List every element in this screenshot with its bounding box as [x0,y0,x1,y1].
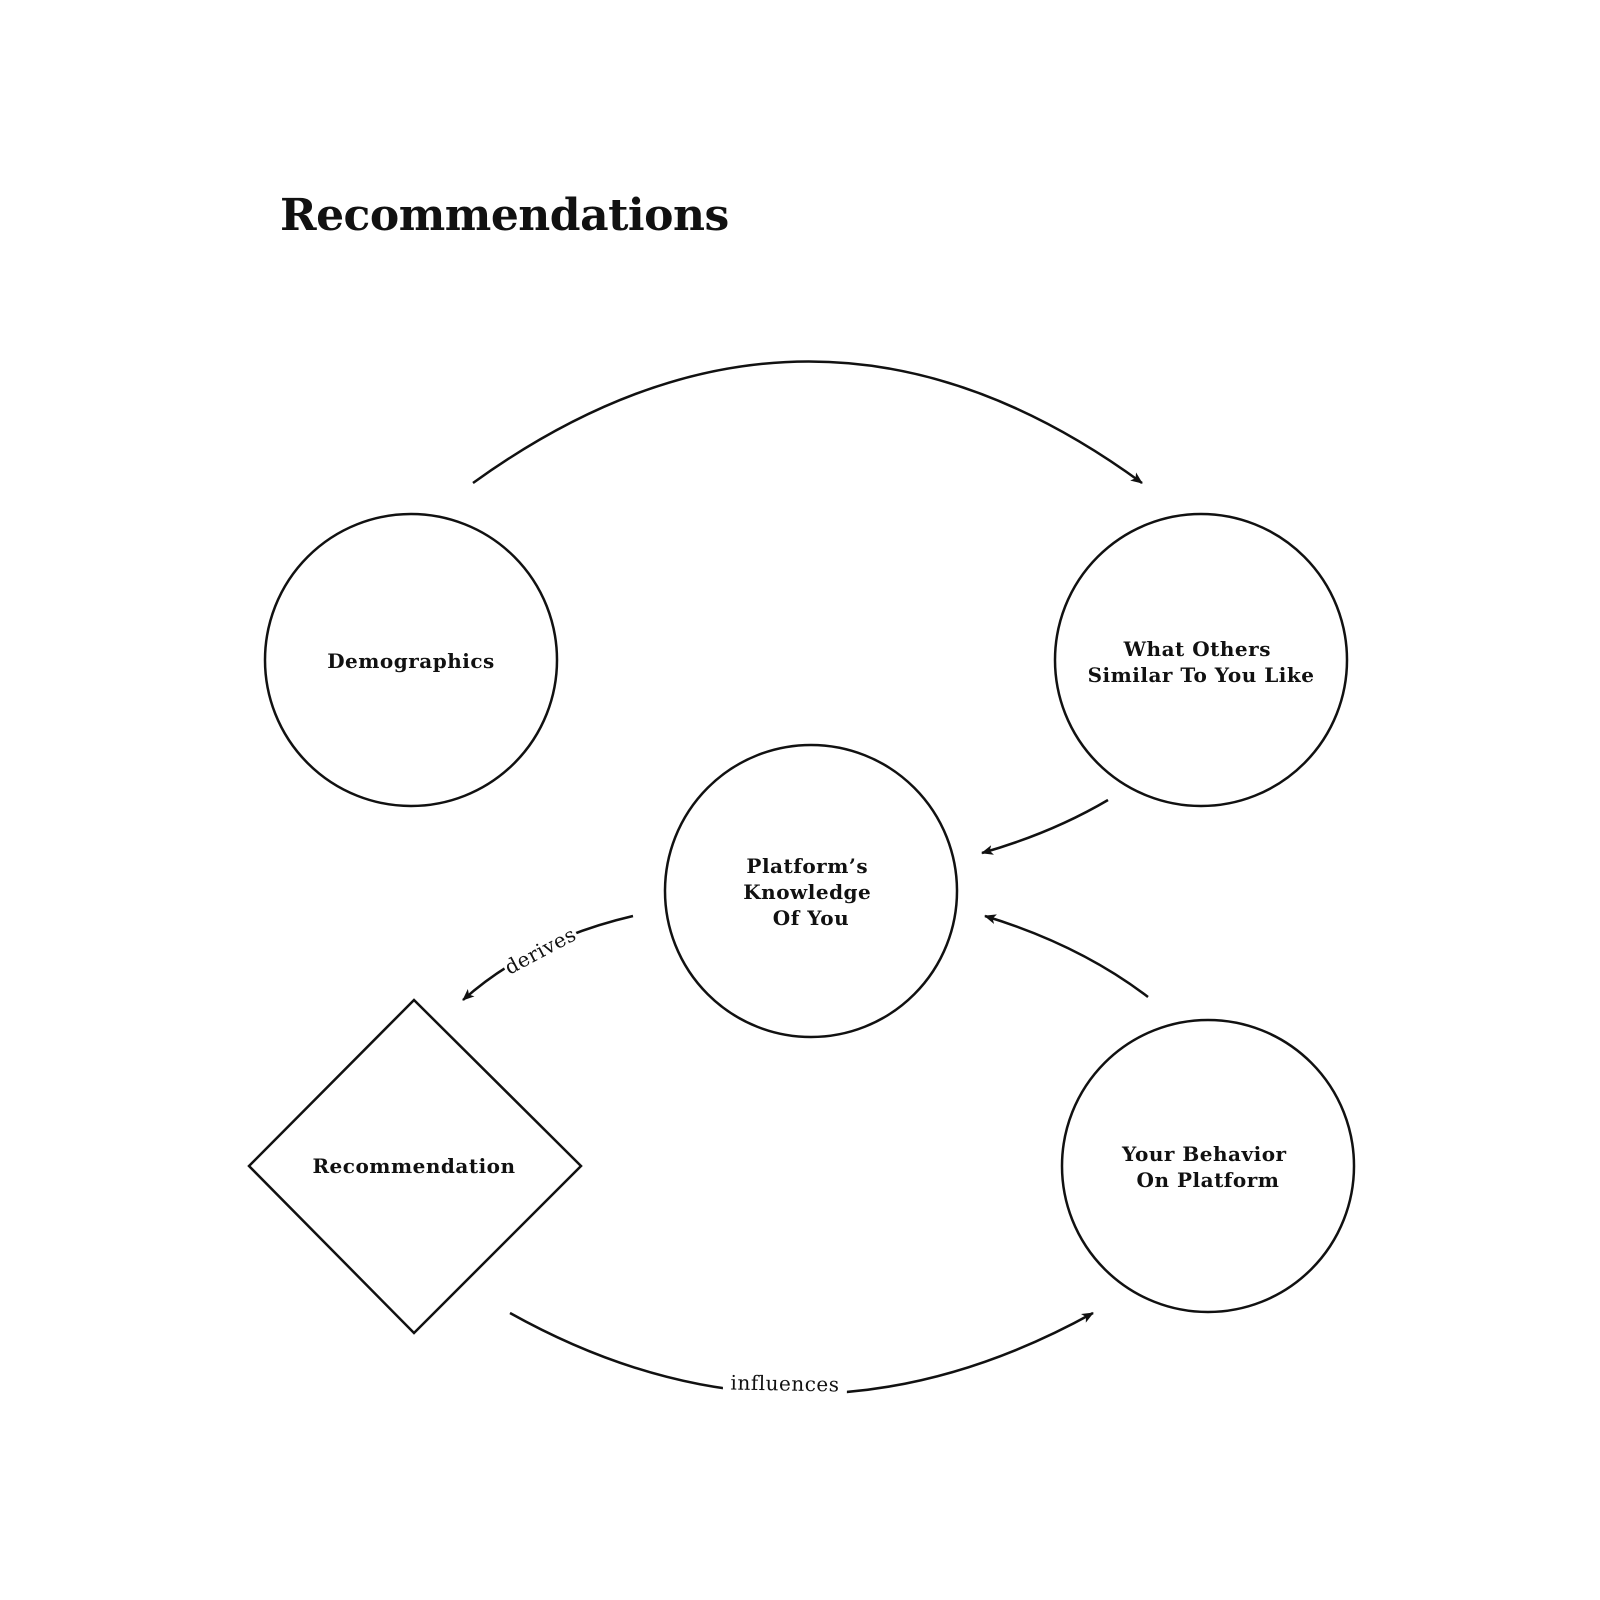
node-knowledge-circle [663,743,959,1039]
node-recommendation-line-1: Recommendation [312,1154,515,1178]
node-others-line-1: What Others [1123,637,1271,661]
node-demographics-label: Demographics [327,649,495,673]
edge-behavior-to-knowledge [984,914,1149,998]
node-knowledge: Platform’s Knowledge Of You [663,743,959,1039]
node-others-line-2: Similar To You Like [1088,663,1315,687]
node-others-circle [1053,512,1349,808]
node-behavior-label: Your Behavior On Platform [1121,1142,1294,1192]
node-others: What Others Similar To You Like [1053,512,1349,808]
edge-label-derives-background [498,919,582,981]
node-demographics-line-1: Demographics [327,649,495,673]
node-knowledge-line-3: Of You [773,906,849,930]
edge-others-to-knowledge [981,798,1109,855]
node-knowledge-label: Platform’s Knowledge Of You [743,854,878,930]
node-recommendation: Recommendation [247,998,583,1335]
edge-label-influences-background [722,1367,848,1399]
node-behavior: Your Behavior On Platform [1060,1018,1356,1314]
node-knowledge-line-2: Knowledge [743,880,871,904]
edge-labels: derives influences [498,919,848,1399]
edge-demographics-to-others [472,360,1143,485]
node-others-label: What Others Similar To You Like [1088,637,1315,687]
node-recommendation-diamond [247,998,583,1335]
node-behavior-line-1: Your Behavior [1121,1142,1287,1166]
node-recommendation-label: Recommendation [312,1154,515,1178]
edge-label-derives-group: derives [498,919,582,981]
edge-label-influences-group: influences [722,1367,848,1399]
node-demographics: Demographics [263,512,559,808]
node-behavior-line-2: On Platform [1137,1168,1280,1192]
diagram-title: Recommendations [280,190,729,241]
node-knowledge-line-1: Platform’s [746,854,868,878]
edge-label-influences: influences [730,1371,839,1397]
node-behavior-circle [1060,1018,1356,1314]
node-demographics-circle [263,512,559,808]
